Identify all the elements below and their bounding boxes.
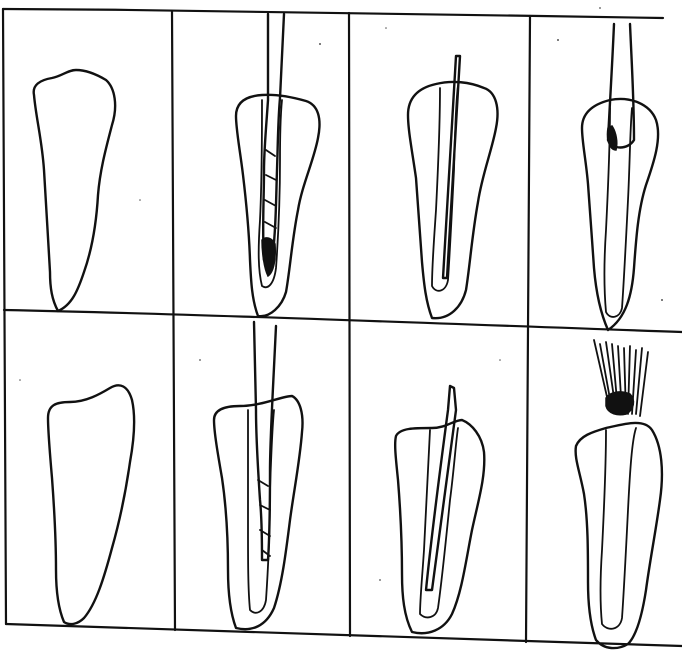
panel-row2-col3 xyxy=(395,386,484,633)
grid-top-border xyxy=(3,9,663,18)
tooth-outline xyxy=(582,99,658,330)
panel-row1-col4 xyxy=(582,24,658,330)
panel-row2-col2 xyxy=(214,322,303,629)
instrument-tip xyxy=(262,238,275,276)
panel-row1-col1 xyxy=(34,70,115,311)
thin-file xyxy=(443,56,460,278)
print-specks xyxy=(19,7,663,581)
panel-row1-col3 xyxy=(408,56,498,318)
grid-bottom-border xyxy=(6,624,682,646)
tooth-outline xyxy=(576,423,662,648)
panel-row1-col2 xyxy=(236,14,320,316)
grid-divider-3 xyxy=(526,16,530,642)
grid-left-border xyxy=(3,9,6,624)
grid-divider-2 xyxy=(349,13,350,636)
grid-middle-border xyxy=(4,310,682,332)
panel-grid xyxy=(3,9,682,646)
tooth-outline xyxy=(48,385,134,624)
canal-outline xyxy=(601,428,637,629)
panel-row2-col1 xyxy=(48,385,134,624)
tooth-outline xyxy=(34,70,115,311)
tooth-outline xyxy=(214,396,303,629)
grid-divider-1 xyxy=(172,11,175,630)
panel-row2-col4 xyxy=(576,340,662,648)
cone-cluster xyxy=(606,392,633,415)
